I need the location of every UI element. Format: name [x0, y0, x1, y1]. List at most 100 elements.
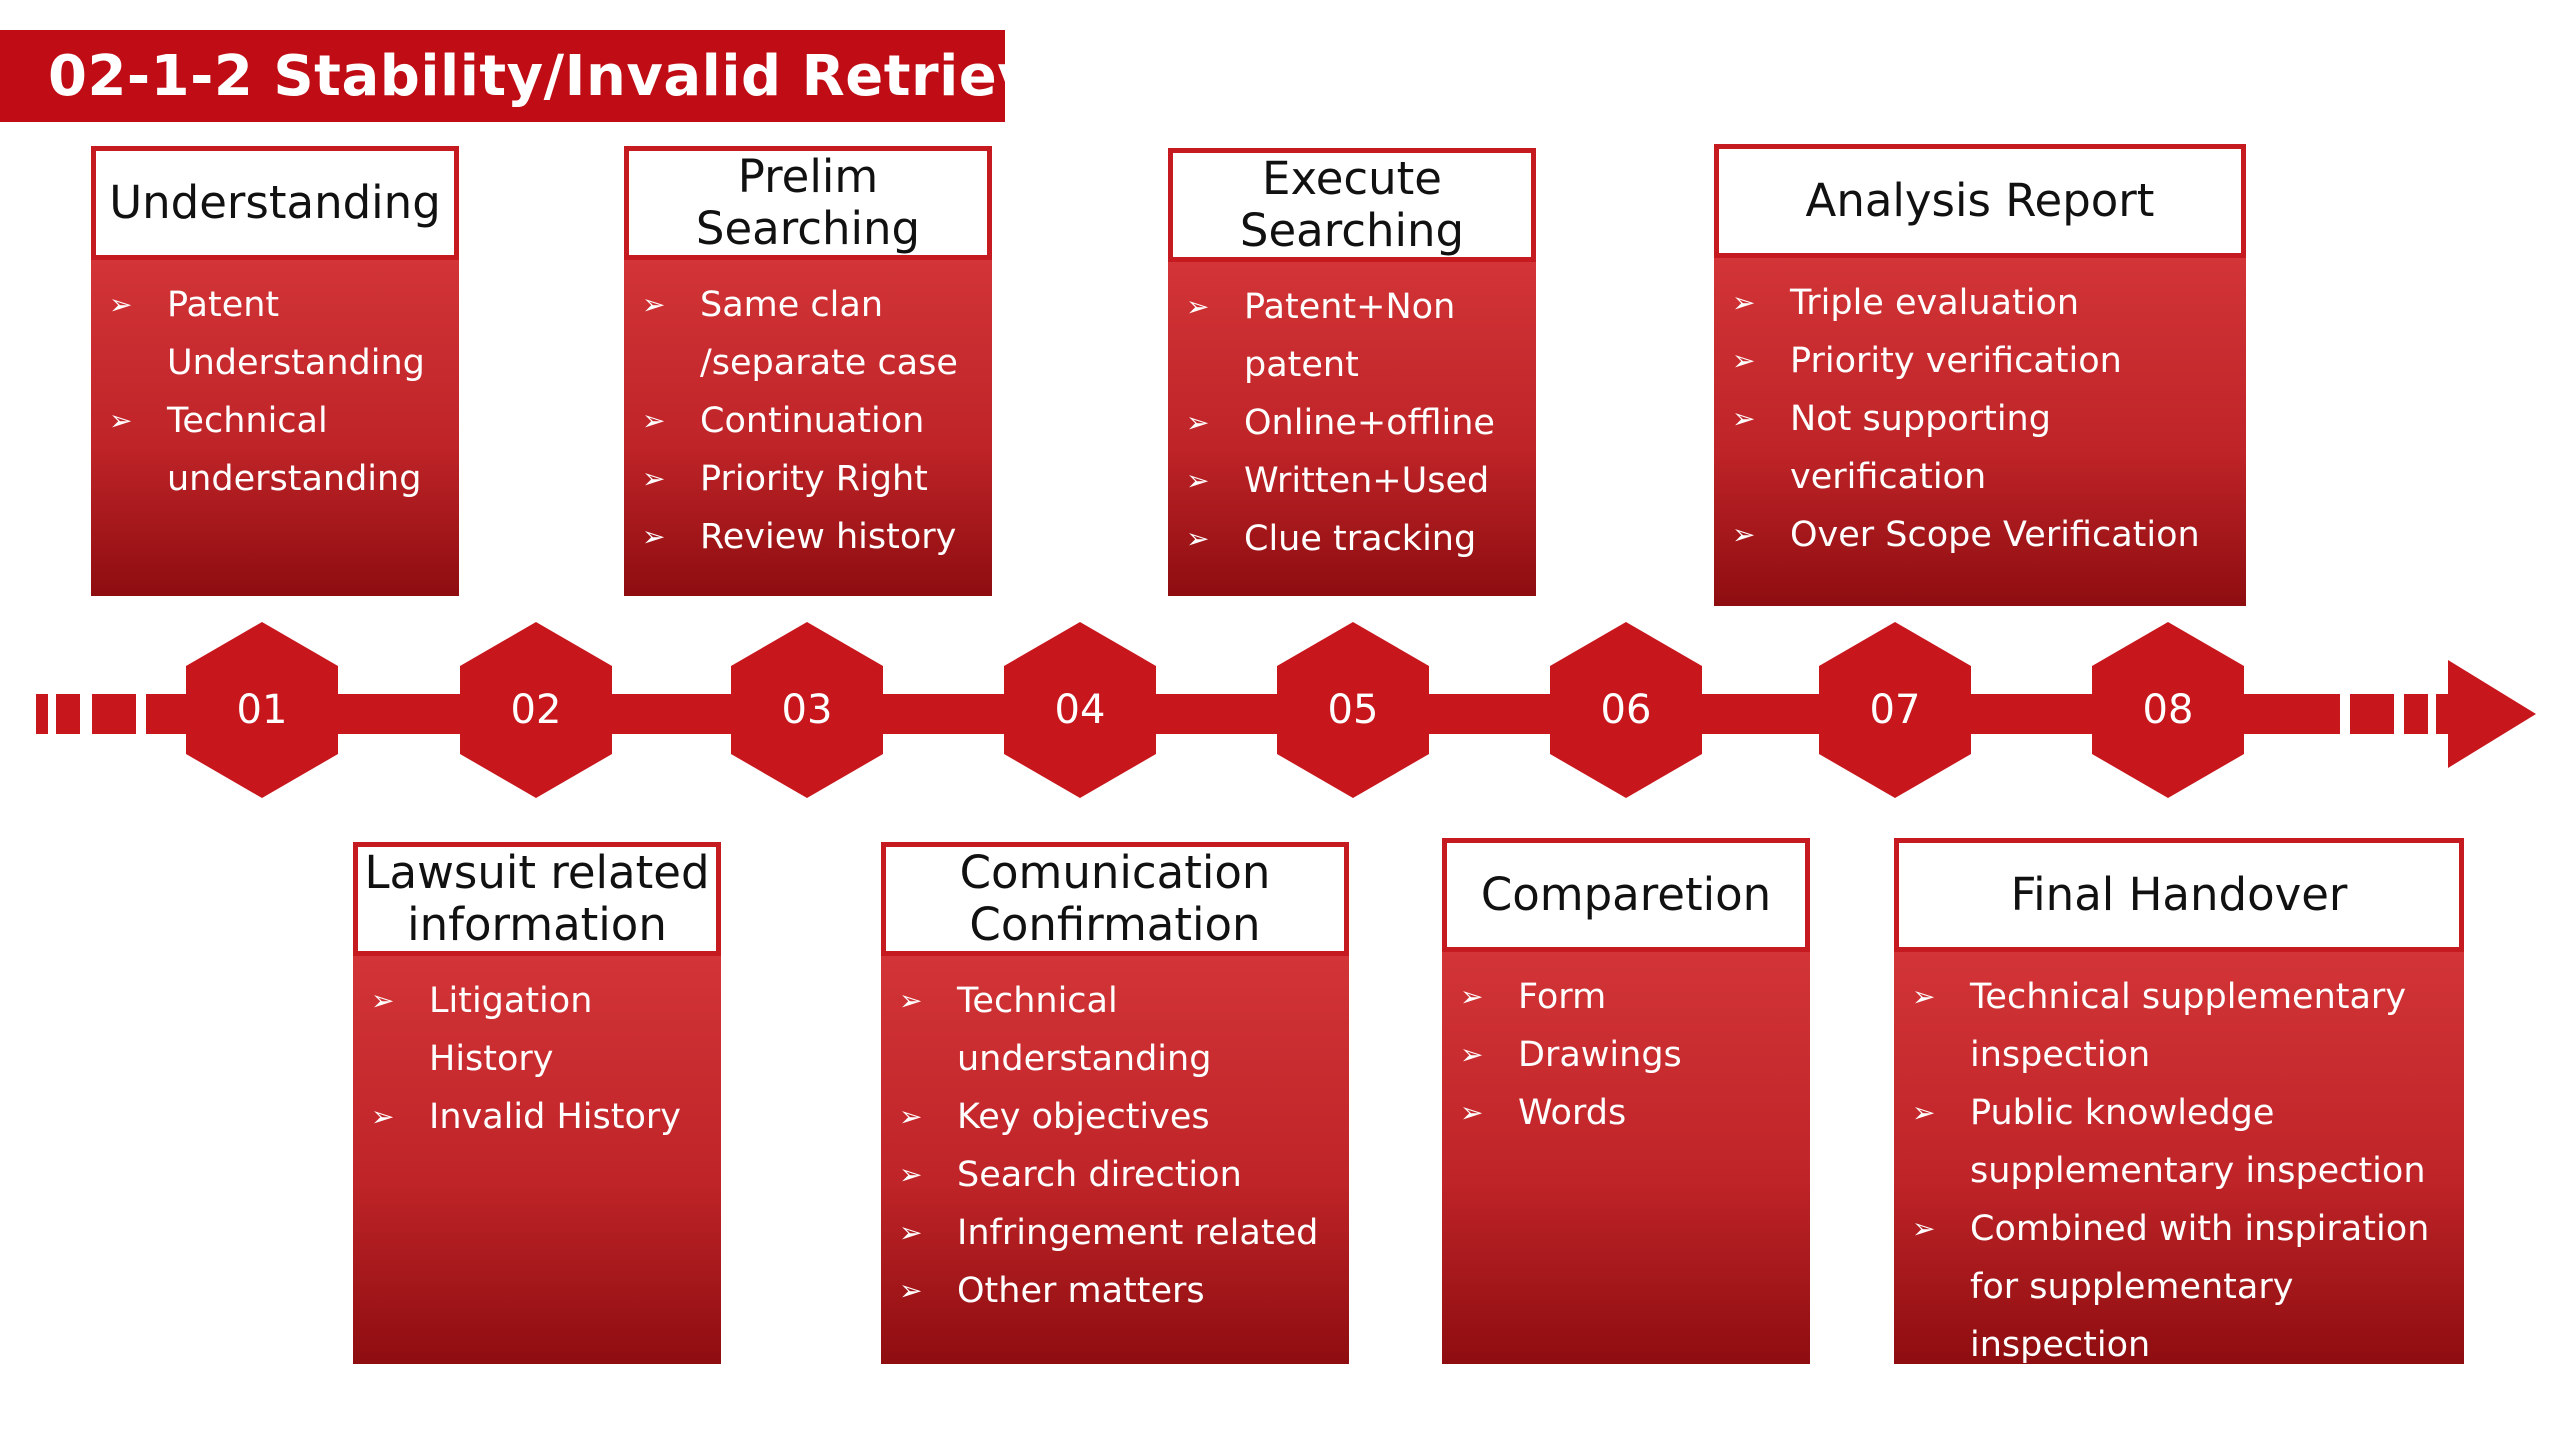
list-item: ➢Combined with inspiration for supplemen…	[1894, 1200, 2464, 1374]
timeline-arrowhead	[2448, 660, 2536, 768]
list-item: ➢Form	[1442, 968, 1810, 1026]
bullet-arrow-icon: ➢	[1460, 980, 1484, 1013]
timeline-dashes-left	[36, 694, 136, 734]
card-header: Prelim Searching	[624, 146, 992, 260]
bullet-arrow-icon: ➢	[899, 1216, 923, 1249]
bullet-arrow-icon: ➢	[899, 984, 923, 1017]
bullet-arrow-icon: ➢	[1460, 1038, 1484, 1071]
card-analysis-report: Analysis Report ➢Triple evaluation ➢Prio…	[1714, 144, 2246, 606]
step-number: 02	[510, 687, 562, 733]
card-body: ➢Litigation History ➢Invalid History	[353, 956, 721, 1364]
list-item: ➢Priority Right	[624, 450, 992, 508]
card-body: ➢Patent Understanding ➢Technical underst…	[91, 260, 459, 596]
bullet-arrow-icon: ➢	[1732, 286, 1756, 319]
bullet-arrow-icon: ➢	[1186, 290, 1210, 323]
list-item: ➢Key objectives	[881, 1088, 1349, 1146]
card-lawsuit-related-information: Lawsuit related information ➢Litigation …	[353, 842, 721, 1364]
card-header: Understanding	[91, 146, 459, 260]
list-item: ➢Litigation History	[353, 972, 721, 1088]
bullet-arrow-icon: ➢	[109, 288, 133, 321]
step-hex-06: 06	[1550, 622, 1702, 798]
list-item: ➢Not supporting verification	[1714, 390, 2246, 506]
step-number: 07	[1869, 687, 1921, 733]
card-title: Execute Searching	[1239, 152, 1465, 257]
step-hex-07: 07	[1819, 622, 1971, 798]
card-title: Understanding	[109, 176, 441, 229]
card-header: Comunication Confirmation	[881, 842, 1349, 956]
page-title: 02-1-2 Stability/Invalid Retrieval	[48, 43, 1093, 109]
bullet-arrow-icon: ➢	[642, 462, 666, 495]
bullet-arrow-icon: ➢	[1186, 464, 1210, 497]
card-comunication-confirmation: Comunication Confirmation ➢Technical und…	[881, 842, 1349, 1364]
list-item: ➢Continuation	[624, 392, 992, 450]
card-body: ➢Same clan /separate case ➢Continuation …	[624, 260, 992, 596]
step-hex-04: 04	[1004, 622, 1156, 798]
bullet-arrow-icon: ➢	[371, 984, 395, 1017]
bullet-arrow-icon: ➢	[1912, 980, 1936, 1013]
list-item: ➢Online+offline	[1168, 394, 1536, 452]
list-item: ➢Public knowledge supplementary inspecti…	[1894, 1084, 2464, 1200]
card-title: Comparetion	[1480, 868, 1772, 921]
card-body: ➢Patent+Non patent ➢Online+offline ➢Writ…	[1168, 262, 1536, 596]
list-item: ➢Technical understanding	[91, 392, 459, 508]
step-number: 06	[1600, 687, 1652, 733]
list-item: ➢Triple evaluation	[1714, 274, 2246, 332]
bullet-arrow-icon: ➢	[899, 1274, 923, 1307]
list-item: ➢Clue tracking	[1168, 510, 1536, 568]
card-title: Comunication Confirmation	[959, 846, 1271, 951]
list-item: ➢Infringement related	[881, 1204, 1349, 1262]
bullet-arrow-icon: ➢	[1186, 522, 1210, 555]
card-prelim-searching: Prelim Searching ➢Same clan /separate ca…	[624, 146, 992, 596]
card-body: ➢Technical understanding ➢Key objectives…	[881, 956, 1349, 1364]
card-header: Final Handover	[1894, 838, 2464, 952]
step-number: 03	[781, 687, 833, 733]
list-item: ➢Drawings	[1442, 1026, 1810, 1084]
list-item: ➢Review history	[624, 508, 992, 566]
list-item: ➢Patent Understanding	[91, 276, 459, 392]
bullet-arrow-icon: ➢	[899, 1158, 923, 1191]
card-body: ➢Form ➢Drawings ➢Words	[1442, 952, 1810, 1364]
card-header: Analysis Report	[1714, 144, 2246, 258]
list-item: ➢Technical supplementary inspection	[1894, 968, 2464, 1084]
bullet-arrow-icon: ➢	[1460, 1096, 1484, 1129]
step-hex-05: 05	[1277, 622, 1429, 798]
bullet-arrow-icon: ➢	[642, 288, 666, 321]
bullet-arrow-icon: ➢	[1732, 344, 1756, 377]
bullet-arrow-icon: ➢	[1912, 1096, 1936, 1129]
card-title: Final Handover	[2010, 868, 2348, 921]
card-header: Lawsuit related information	[353, 842, 721, 956]
card-body: ➢Triple evaluation ➢Priority verificatio…	[1714, 258, 2246, 606]
list-item: ➢Search direction	[881, 1146, 1349, 1204]
bullet-arrow-icon: ➢	[1912, 1212, 1936, 1245]
bullet-arrow-icon: ➢	[1186, 406, 1210, 439]
card-understanding: Understanding ➢Patent Understanding ➢Tec…	[91, 146, 459, 596]
list-item: ➢Patent+Non patent	[1168, 278, 1536, 394]
card-final-handover: Final Handover ➢Technical supplementary …	[1894, 838, 2464, 1365]
step-number: 05	[1327, 687, 1379, 733]
list-item: ➢Same clan /separate case	[624, 276, 992, 392]
step-number: 01	[236, 687, 288, 733]
list-item: ➢Words	[1442, 1084, 1810, 1142]
card-execute-searching: Execute Searching ➢Patent+Non patent ➢On…	[1168, 148, 1536, 596]
bullet-arrow-icon: ➢	[371, 1100, 395, 1133]
bullet-arrow-icon: ➢	[1732, 402, 1756, 435]
card-comparetion: Comparetion ➢Form ➢Drawings ➢Words	[1442, 838, 1810, 1364]
timeline-dashes-right	[2350, 694, 2448, 734]
bullet-arrow-icon: ➢	[899, 1100, 923, 1133]
card-title: Lawsuit related information	[364, 846, 710, 951]
card-header: Comparetion	[1442, 838, 1810, 952]
list-item: ➢Technical understanding	[881, 972, 1349, 1088]
list-item: ➢Priority verification	[1714, 332, 2246, 390]
bullet-arrow-icon: ➢	[109, 404, 133, 437]
bullet-arrow-icon: ➢	[1732, 518, 1756, 551]
list-item: ➢Over Scope Verification	[1714, 506, 2246, 564]
card-title: Analysis Report	[1805, 174, 2155, 227]
card-header: Execute Searching	[1168, 148, 1536, 262]
step-number: 08	[2142, 687, 2194, 733]
step-number: 04	[1054, 687, 1106, 733]
list-item: ➢Invalid History	[353, 1088, 721, 1146]
list-item: ➢Written+Used	[1168, 452, 1536, 510]
bullet-arrow-icon: ➢	[642, 520, 666, 553]
list-item: ➢Other matters	[881, 1262, 1349, 1320]
bullet-arrow-icon: ➢	[642, 404, 666, 437]
